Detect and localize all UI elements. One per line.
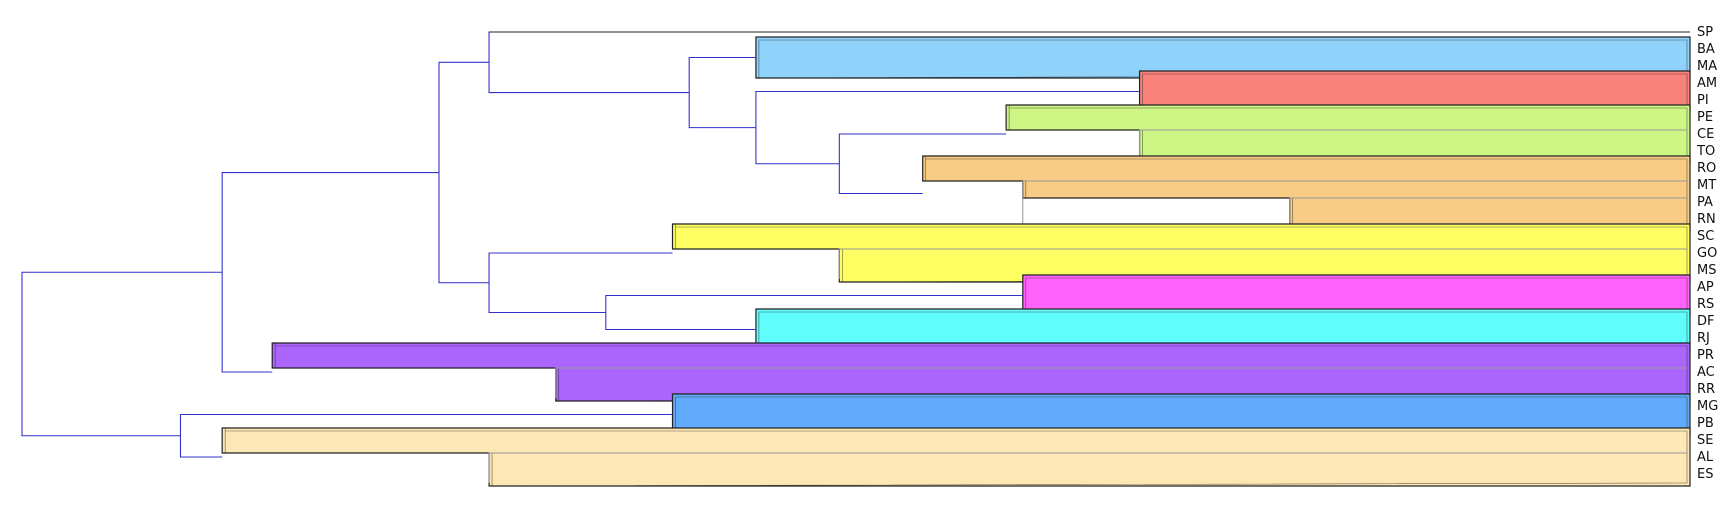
leaf-label-df: DF bbox=[1697, 314, 1715, 329]
leaf-label-pa: PA bbox=[1697, 195, 1713, 210]
leaf-label-rn: RN bbox=[1697, 212, 1716, 227]
leaf-labels: SP BA MA AM PI PE CE TO RO MT PA RN SC GO MS AP RS DF RJ PR… bbox=[1696, 25, 1718, 482]
dendrogram-branches bbox=[21, 31, 1690, 458]
leaf-label-pb: PB bbox=[1697, 416, 1714, 431]
inner-merge-line bbox=[1289, 197, 1687, 228]
leaf-label-sp: SP bbox=[1697, 25, 1713, 40]
branch-link bbox=[221, 171, 439, 373]
leaf-label-pi: PI bbox=[1697, 93, 1709, 108]
inner-merge-line bbox=[488, 452, 1687, 483]
leaf-label-rs: RS bbox=[1697, 297, 1714, 312]
cluster-box-inner bbox=[925, 156, 1688, 232]
leaf-label-ma: MA bbox=[1697, 59, 1717, 74]
leaf-label-ac: AC bbox=[1697, 365, 1715, 380]
branch-link bbox=[488, 252, 673, 314]
cluster-box-inner bbox=[675, 224, 1688, 283]
leaf-label-to: TO bbox=[1696, 144, 1715, 159]
inner-merge-line bbox=[1139, 129, 1687, 160]
leaf-label-ro: RO bbox=[1697, 161, 1716, 176]
leaf-label-ce: CE bbox=[1697, 127, 1714, 142]
branch-link bbox=[438, 61, 490, 284]
branch-link bbox=[21, 271, 223, 437]
leaf-label-mt: MT bbox=[1697, 178, 1716, 193]
cluster-box-inner bbox=[224, 428, 1688, 487]
cluster-box bbox=[671, 223, 1691, 283]
leaf-label-go: GO bbox=[1697, 246, 1717, 261]
branch-link bbox=[688, 56, 756, 129]
inner-merge-line bbox=[838, 248, 1687, 279]
leaf-label-es: ES bbox=[1697, 467, 1713, 482]
leaf-label-pr: PR bbox=[1697, 348, 1714, 363]
leaf-label-se: SE bbox=[1697, 433, 1713, 448]
leaf-label-ap: AP bbox=[1697, 280, 1714, 295]
leaf-label-mg: MG bbox=[1697, 399, 1718, 414]
leaf-label-al: AL bbox=[1697, 450, 1714, 465]
leaf-label-pe: PE bbox=[1697, 110, 1713, 125]
leaf-label-ba: BA bbox=[1697, 42, 1715, 57]
cluster-boxes bbox=[221, 36, 1691, 487]
leaf-label-am: AM bbox=[1697, 76, 1717, 91]
cluster-box bbox=[271, 342, 1691, 402]
cluster-box bbox=[221, 427, 1691, 487]
leaf-label-ms: MS bbox=[1697, 263, 1716, 278]
leaf-label-sc: SC bbox=[1697, 229, 1714, 244]
cluster-box-inner bbox=[1008, 105, 1688, 164]
cluster-box bbox=[922, 155, 1691, 232]
leaf-label-rr: RR bbox=[1697, 382, 1715, 397]
leaf-label-rj: RJ bbox=[1697, 331, 1710, 346]
inner-merge-line bbox=[555, 367, 1687, 398]
cluster-box bbox=[1005, 104, 1691, 164]
cluster-box-inner bbox=[274, 343, 1688, 402]
inner-merge-line bbox=[1022, 180, 1687, 228]
